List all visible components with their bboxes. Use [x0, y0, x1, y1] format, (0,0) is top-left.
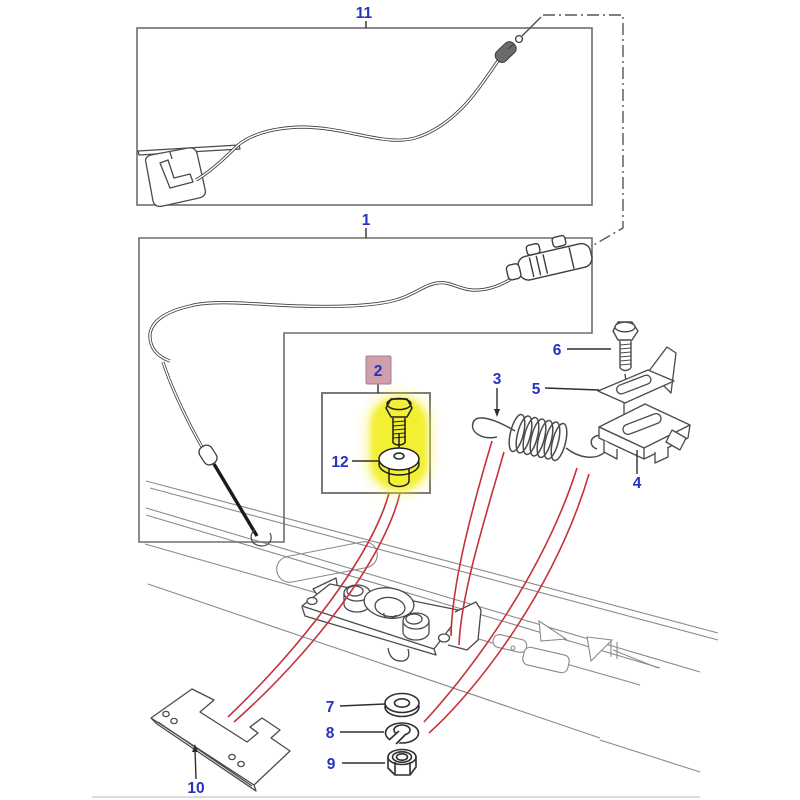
callout-6-label: 6 — [553, 342, 562, 359]
leader-lines — [192, 21, 638, 780]
red-line-to-washer-a — [423, 467, 578, 723]
callout-4-label: 4 — [633, 475, 642, 492]
release-handle-drawing — [137, 144, 241, 208]
part-2-inset-box — [321, 392, 432, 495]
lower-cable-drawing — [148, 271, 521, 547]
grommet-drawing-12 — [378, 433, 420, 488]
red-line-from-spring-a — [450, 440, 493, 637]
callout-1-label: 1 — [362, 212, 371, 229]
callout-7-label: 7 — [326, 699, 335, 716]
red-line-from-box2-a — [227, 492, 390, 718]
bolt-drawing-6 — [612, 321, 639, 382]
callout-2-label: 2 — [374, 363, 383, 380]
upper-cable-drawing — [195, 16, 542, 182]
callout-9-label: 9 — [327, 756, 336, 773]
pink-highlight — [365, 355, 392, 385]
red-leader-lines — [227, 440, 590, 734]
callout-3-label: 3 — [493, 371, 502, 388]
red-line-to-washer-b — [428, 473, 590, 734]
cable-end-fitting-drawing — [505, 234, 593, 281]
red-line-from-spring-b — [458, 451, 505, 646]
callout-12-label: 12 — [331, 454, 348, 471]
striker-bracket-drawing-10 — [150, 688, 291, 792]
support-bracket-drawing-4 — [598, 403, 691, 464]
inset-box-1 — [138, 237, 593, 543]
callout-5-label: 5 — [532, 381, 541, 398]
red-line-from-box2-b — [233, 492, 401, 723]
nut-drawing-9 — [387, 748, 417, 776]
callout-8-label: 8 — [326, 725, 335, 742]
washer-drawing-7 — [384, 692, 420, 718]
inset-box-11 — [136, 27, 593, 206]
callout-11-label: 11 — [356, 5, 373, 22]
dash-dot-connector — [543, 14, 624, 247]
spring-drawing-3 — [471, 413, 609, 462]
latch-assembly-drawing — [301, 577, 482, 662]
spring-washer-drawing-8 — [384, 722, 420, 746]
clamp-plate-drawing-5 — [597, 346, 677, 414]
callout-labels: 11 1 2 12 3 5 6 4 7 8 9 10 — [187, 5, 641, 797]
callout-10-label: 10 — [187, 780, 204, 797]
